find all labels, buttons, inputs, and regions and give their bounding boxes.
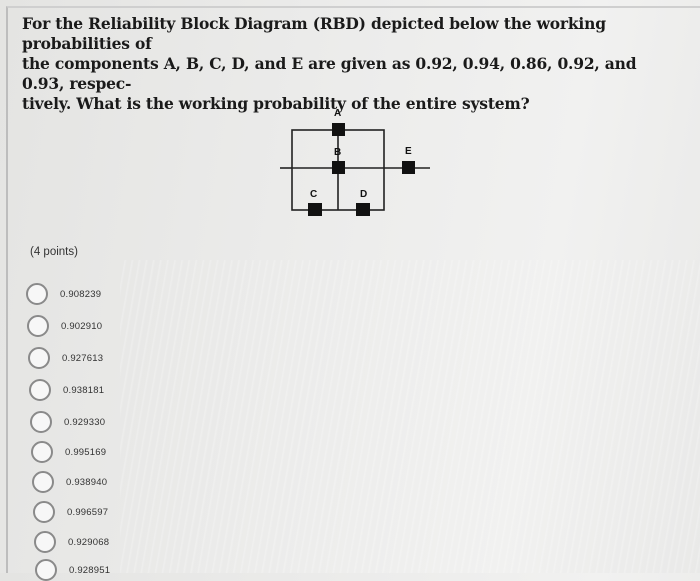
option-2[interactable]: 0.902910 xyxy=(27,315,102,337)
reliability-block-diagram: A B C D E xyxy=(280,108,430,216)
radio-button[interactable] xyxy=(33,501,55,523)
radio-button[interactable] xyxy=(26,283,48,305)
option-7[interactable]: 0.938940 xyxy=(32,471,107,493)
radio-button[interactable] xyxy=(32,471,54,493)
block-a xyxy=(332,123,345,136)
option-8[interactable]: 0.996597 xyxy=(33,501,108,523)
label-a: A xyxy=(334,108,341,119)
points-label: (4 points) xyxy=(30,246,78,258)
option-label: 0.929068 xyxy=(68,536,110,548)
option-3[interactable]: 0.927613 xyxy=(28,347,103,369)
option-10[interactable]: 0.928951 xyxy=(35,559,110,581)
option-1[interactable]: 0.908239 xyxy=(26,283,101,305)
option-label: 0.928951 xyxy=(69,564,111,576)
radio-button[interactable] xyxy=(30,411,52,433)
option-label: 0.929330 xyxy=(64,416,106,428)
block-e xyxy=(402,161,415,174)
option-6[interactable]: 0.995169 xyxy=(31,441,106,463)
block-c xyxy=(308,203,322,216)
option-label: 0.927613 xyxy=(62,352,104,364)
label-d: D xyxy=(360,189,367,200)
option-label: 0.938940 xyxy=(66,476,108,488)
label-e: E xyxy=(405,146,412,157)
radio-button[interactable] xyxy=(31,441,53,463)
question-text: For the Reliability Block Diagram (RBD) … xyxy=(22,14,682,114)
screen-frame xyxy=(6,6,700,573)
option-4[interactable]: 0.938181 xyxy=(29,379,104,401)
option-label: 0.996597 xyxy=(67,506,109,518)
option-9[interactable]: 0.929068 xyxy=(34,531,109,553)
option-label: 0.938181 xyxy=(63,384,105,396)
block-b xyxy=(332,161,345,174)
option-label: 0.908239 xyxy=(60,288,102,300)
option-label: 0.902910 xyxy=(61,320,103,332)
option-5[interactable]: 0.929330 xyxy=(30,411,105,433)
option-label: 0.995169 xyxy=(65,446,107,458)
label-b: B xyxy=(334,147,341,158)
label-c: C xyxy=(310,189,317,200)
radio-button[interactable] xyxy=(27,315,49,337)
question-line-2: the components A, B, C, D, and E are giv… xyxy=(22,54,637,93)
radio-button[interactable] xyxy=(35,559,57,581)
radio-button[interactable] xyxy=(34,531,56,553)
question-line-1: For the Reliability Block Diagram (RBD) … xyxy=(22,14,606,53)
question-line-3: tively. What is the working probability … xyxy=(22,94,530,113)
block-d xyxy=(356,203,370,216)
radio-button[interactable] xyxy=(29,379,51,401)
radio-button[interactable] xyxy=(28,347,50,369)
